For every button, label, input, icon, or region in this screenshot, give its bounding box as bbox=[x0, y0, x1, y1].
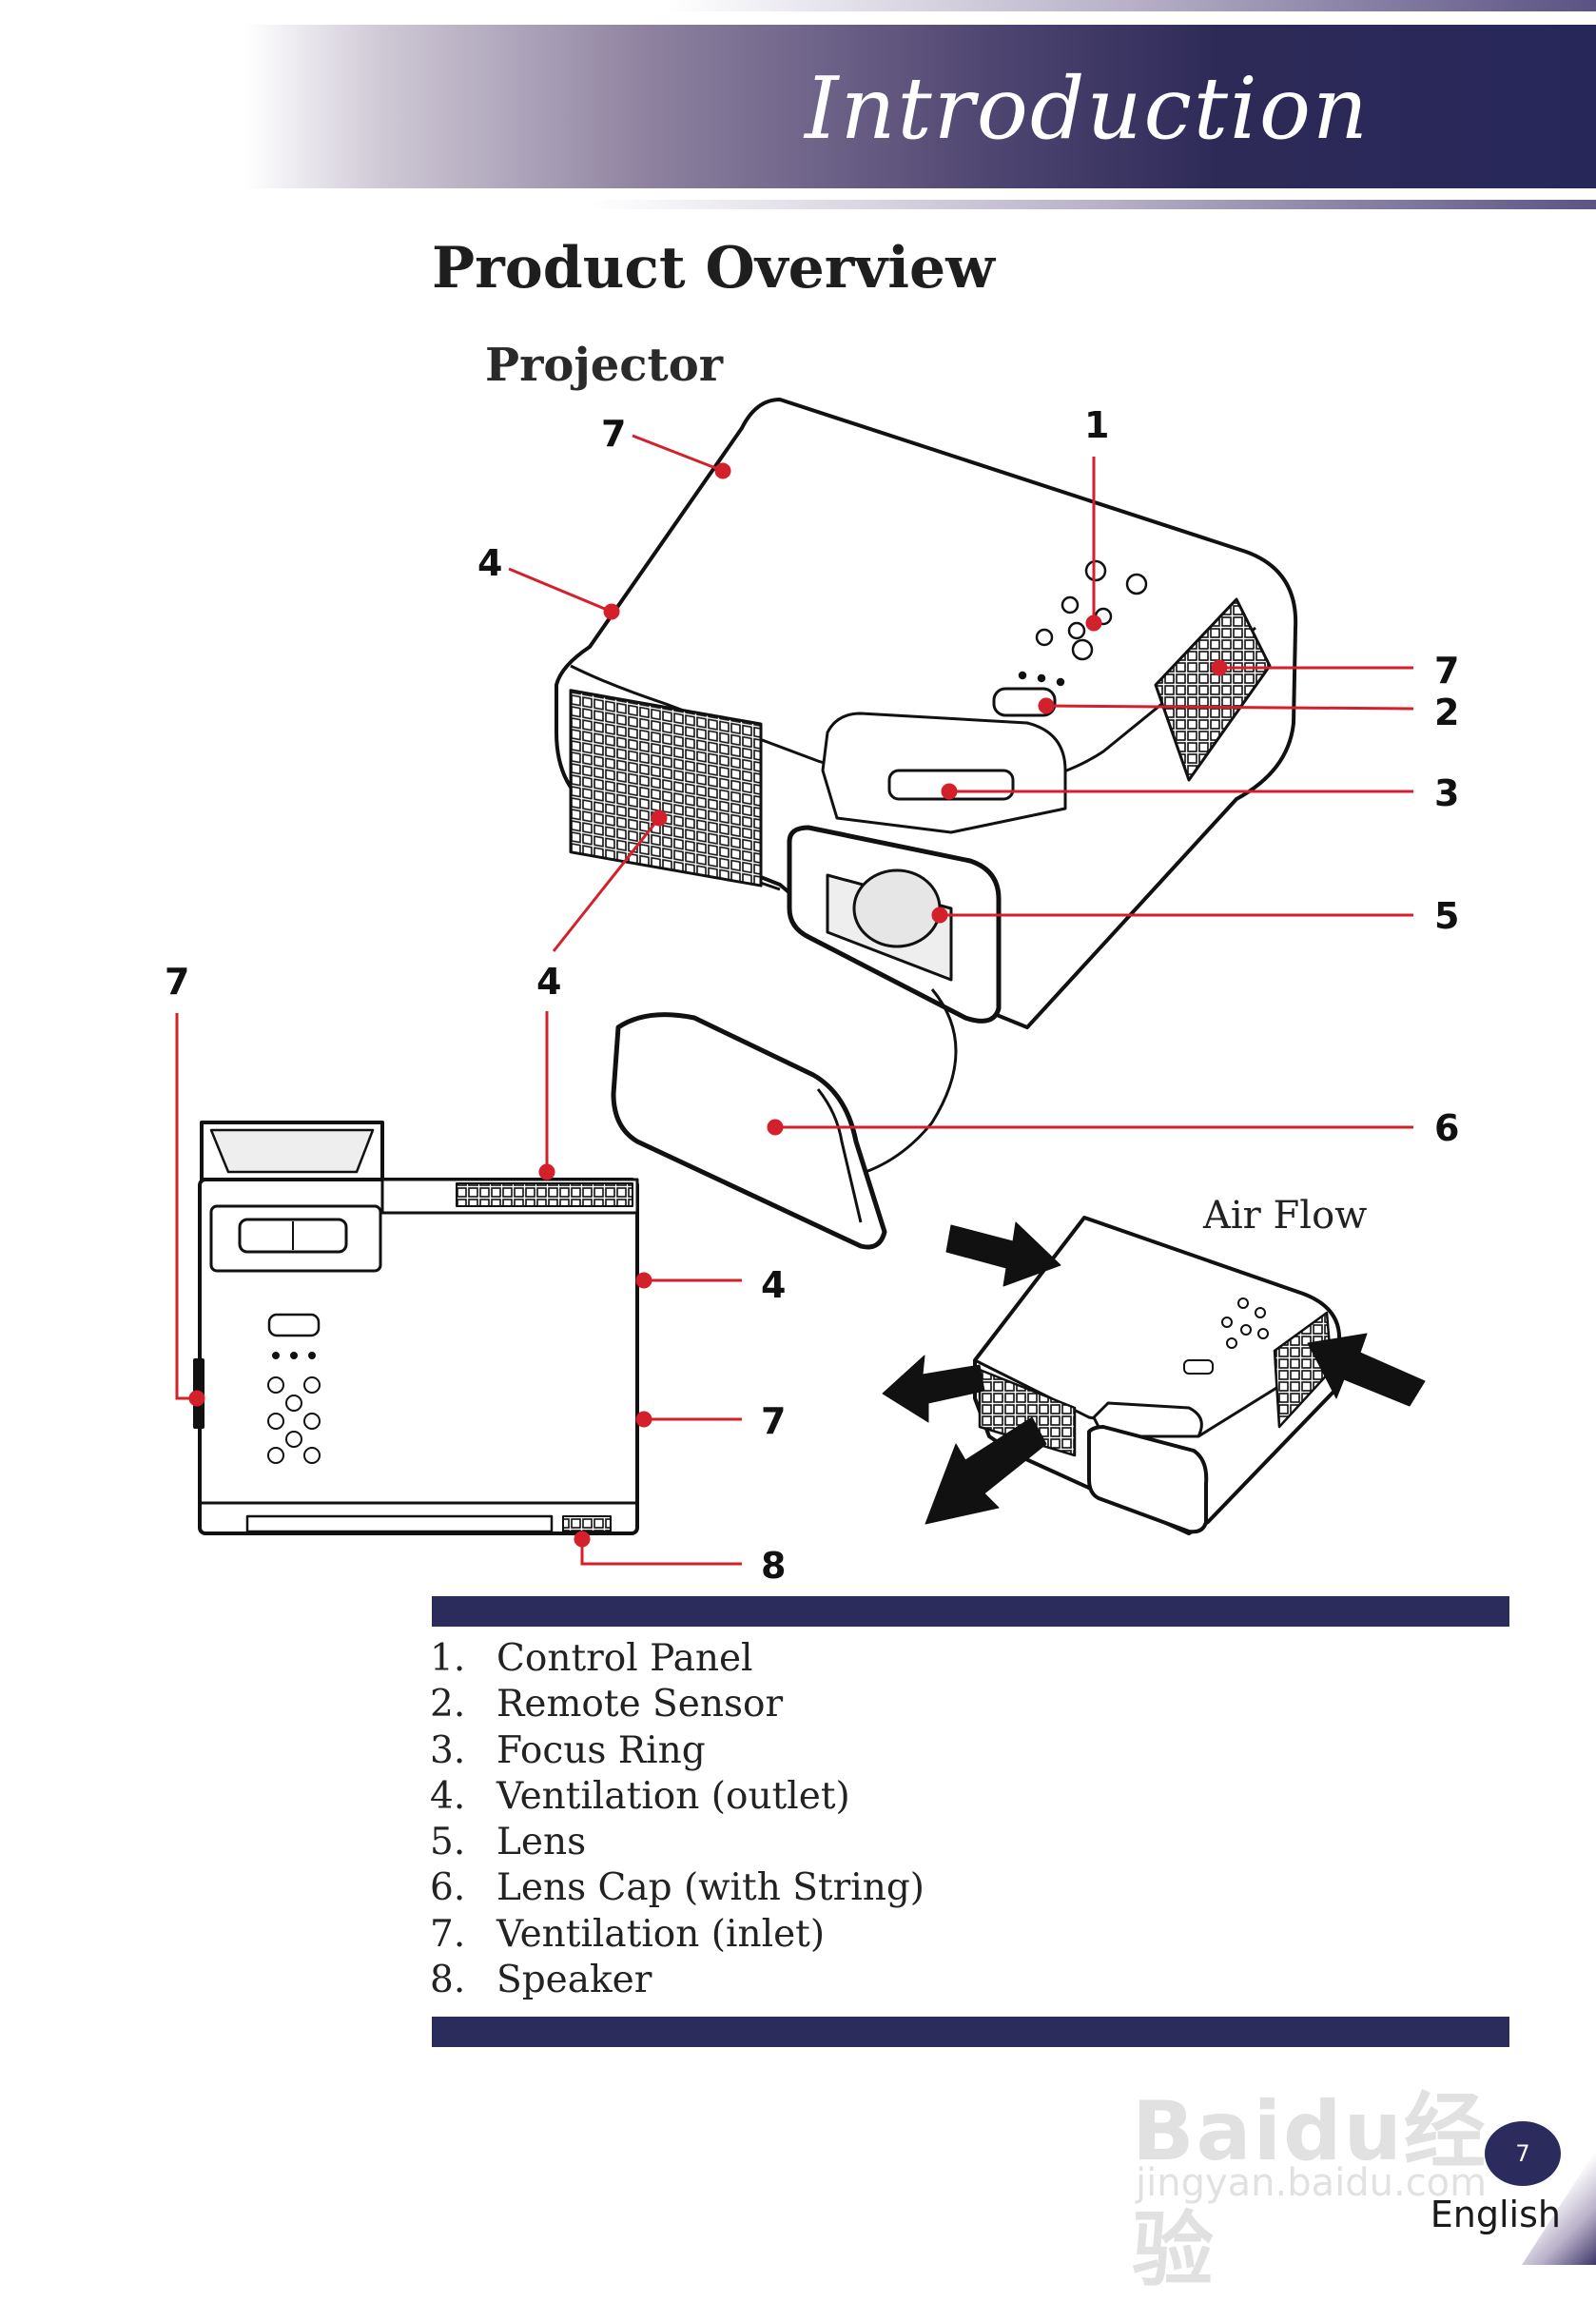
callout-7-right: 7 bbox=[1434, 650, 1460, 692]
item-number: 6. bbox=[430, 1866, 466, 1910]
callout-2: 2 bbox=[1434, 692, 1460, 733]
projector-rear-view bbox=[193, 1121, 639, 1535]
airflow-arrows bbox=[882, 1221, 1426, 1525]
callout-4-left: 4 bbox=[477, 542, 503, 584]
header-top-line bbox=[666, 0, 1596, 11]
item-label: Remote Sensor bbox=[496, 1683, 784, 1726]
parts-list-top-rule bbox=[432, 1596, 1509, 1627]
list-item: 1. Control Panel bbox=[430, 1636, 925, 1682]
baidu-watermark: Baidu经验 jingyan.baidu.com bbox=[1132, 2045, 1522, 2298]
air-flow-label: Air Flow bbox=[1203, 1194, 1368, 1238]
item-label: Ventilation (inlet) bbox=[496, 1912, 826, 1956]
item-number: 2. bbox=[430, 1683, 466, 1726]
list-item: 4. Ventilation (outlet) bbox=[430, 1774, 925, 1820]
projector-main-view bbox=[555, 398, 1298, 1250]
item-label: Focus Ring bbox=[496, 1728, 706, 1772]
header-band bbox=[245, 25, 1596, 188]
parts-list-bottom-rule bbox=[432, 2017, 1509, 2047]
item-label: Speaker bbox=[496, 1959, 652, 2002]
parts-list: 1. Control Panel 2. Remote Sensor 3. Focus … bbox=[430, 1636, 925, 2003]
airflow-in-arrow-right bbox=[1307, 1333, 1426, 1407]
list-item: 5. Lens bbox=[430, 1820, 925, 1865]
callout-3: 3 bbox=[1434, 772, 1460, 814]
item-number: 3. bbox=[430, 1728, 466, 1772]
item-number: 7. bbox=[430, 1912, 466, 1956]
list-item: 3. Focus Ring bbox=[430, 1728, 925, 1774]
item-label: Lens Cap (with String) bbox=[496, 1866, 925, 1910]
callout-7-rear-left: 7 bbox=[165, 961, 190, 1003]
page-title: Product Overview bbox=[432, 235, 995, 302]
callout-7-rear-side: 7 bbox=[761, 1400, 787, 1442]
callout-lines bbox=[175, 434, 1414, 1566]
item-number: 4. bbox=[430, 1774, 466, 1818]
callout-4-rear-side: 4 bbox=[761, 1264, 787, 1306]
item-label: Control Panel bbox=[496, 1637, 753, 1680]
item-label: Lens bbox=[496, 1821, 587, 1864]
projector-diagram bbox=[175, 398, 1426, 1566]
page-number-badge: 7 bbox=[1485, 2121, 1561, 2186]
item-number: 1. bbox=[430, 1637, 466, 1680]
section-subtitle: Projector bbox=[485, 339, 724, 392]
callout-6: 6 bbox=[1434, 1107, 1460, 1149]
callout-8: 8 bbox=[761, 1545, 787, 1587]
section-title: Introduction bbox=[805, 59, 1370, 159]
callout-7-top: 7 bbox=[601, 413, 627, 455]
item-label: Ventilation (outlet) bbox=[496, 1774, 850, 1818]
item-number: 8. bbox=[430, 1959, 466, 2002]
watermark-url: jingyan.baidu.com bbox=[1136, 2161, 1488, 2205]
airflow-out-arrow-lower bbox=[925, 1416, 1047, 1525]
list-item: 8. Speaker bbox=[430, 1958, 925, 2003]
airflow-in-arrow-left bbox=[945, 1221, 1061, 1287]
airflow-out-arrow-upper bbox=[882, 1355, 985, 1423]
callout-5: 5 bbox=[1434, 895, 1460, 937]
list-item: 6. Lens Cap (with String) bbox=[430, 1865, 925, 1911]
callout-1: 1 bbox=[1084, 404, 1110, 446]
list-item: 2. Remote Sensor bbox=[430, 1682, 925, 1727]
header-bottom-line bbox=[590, 200, 1596, 209]
callout-4-lower: 4 bbox=[536, 961, 562, 1003]
item-number: 5. bbox=[430, 1821, 466, 1864]
list-item: 7. Ventilation (inlet) bbox=[430, 1912, 925, 1958]
footer-language: English bbox=[1430, 2194, 1561, 2235]
